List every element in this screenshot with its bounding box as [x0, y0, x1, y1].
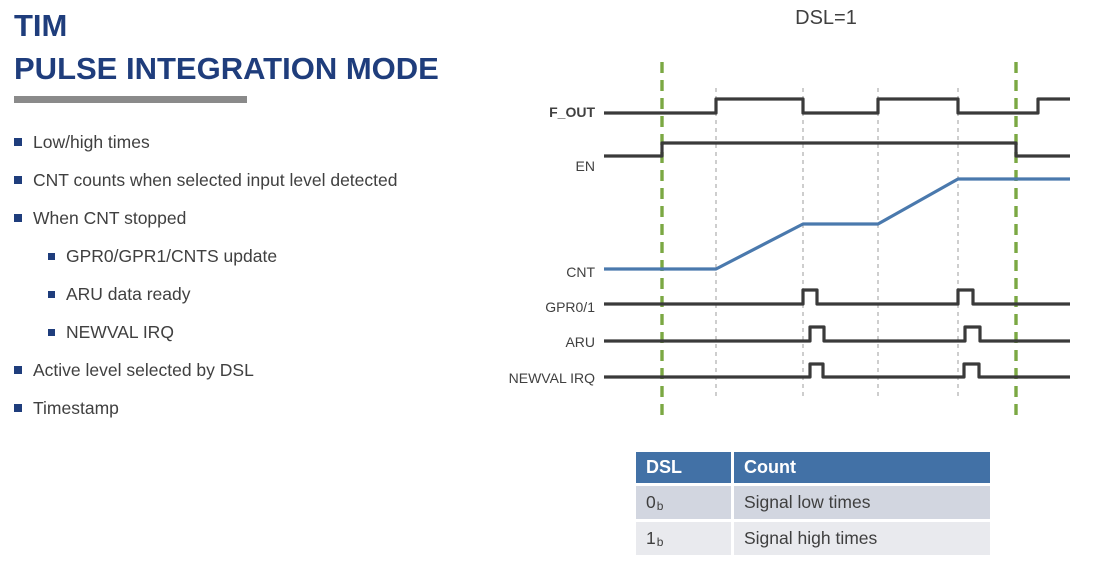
- dsl-value-subscript: b: [656, 534, 664, 549]
- signal-label-newval-irq: NEWVAL IRQ: [509, 370, 595, 386]
- slide-title-line1: TIM: [14, 8, 68, 43]
- table-cell-count-0: Signal low times: [734, 486, 990, 519]
- signal-label-f-out: F_OUT: [549, 104, 595, 120]
- slide-title-line2: PULSE INTEGRATION MODE: [14, 51, 439, 86]
- list-item: GPR0/GPR1/CNTS update: [48, 237, 484, 275]
- diagram-title: DSL=1: [795, 7, 857, 29]
- signal-label-gpr0-1: GPR0/1: [545, 299, 595, 315]
- slide-title: TIM PULSE INTEGRATION MODE: [14, 4, 439, 90]
- waveform-newval-irq: [604, 362, 1070, 379]
- table-header-dsl: DSL: [636, 452, 731, 483]
- title-underline-bar: [14, 96, 247, 103]
- list-item: Timestamp: [14, 389, 484, 427]
- bullet-square-icon: [14, 366, 22, 374]
- list-item: Active level selected by DSL: [14, 351, 484, 389]
- bullet-text: When CNT stopped: [33, 207, 187, 228]
- waveform-en: [604, 141, 1070, 158]
- table-cell-count-1: Signal high times: [734, 522, 990, 555]
- signal-label-en: EN: [576, 158, 595, 174]
- signal-label-cnt: CNT: [566, 264, 595, 280]
- waveform-gpr0-1: [604, 288, 1070, 306]
- list-item: NEWVAL IRQ: [48, 313, 484, 351]
- bullet-square-icon: [14, 138, 22, 146]
- waveform-aru: [604, 325, 1070, 343]
- bullet-text: ARU data ready: [66, 283, 191, 304]
- bullet-text: NEWVAL IRQ: [66, 321, 174, 342]
- bullet-text: Low/high times: [33, 131, 150, 152]
- dsl-value: 0: [646, 492, 656, 512]
- bullet-square-icon: [14, 176, 22, 184]
- table-header-count: Count: [734, 452, 990, 483]
- signal-label-aru: ARU: [565, 334, 595, 350]
- dsl-value-subscript: b: [656, 498, 664, 513]
- list-item: Low/high times: [14, 123, 484, 161]
- dsl-value: 1: [646, 528, 656, 548]
- bullet-list: Low/high times CNT counts when selected …: [14, 123, 484, 427]
- bullet-square-icon: [48, 328, 55, 336]
- bullet-text: GPR0/GPR1/CNTS update: [66, 245, 278, 266]
- bullet-square-icon: [48, 252, 55, 260]
- waveform-f-out: [604, 97, 1070, 115]
- bullet-square-icon: [14, 214, 22, 222]
- list-item: ARU data ready: [48, 275, 484, 313]
- bullet-text: Timestamp: [33, 397, 119, 418]
- waveform-cnt: [604, 177, 1070, 271]
- bullet-text: CNT counts when selected input level det…: [33, 169, 398, 190]
- list-item: CNT counts when selected input level det…: [14, 161, 484, 199]
- bullet-text: Active level selected by DSL: [33, 359, 254, 380]
- list-item: When CNT stopped: [14, 199, 484, 237]
- bullet-square-icon: [48, 290, 55, 298]
- bullet-square-icon: [14, 404, 22, 412]
